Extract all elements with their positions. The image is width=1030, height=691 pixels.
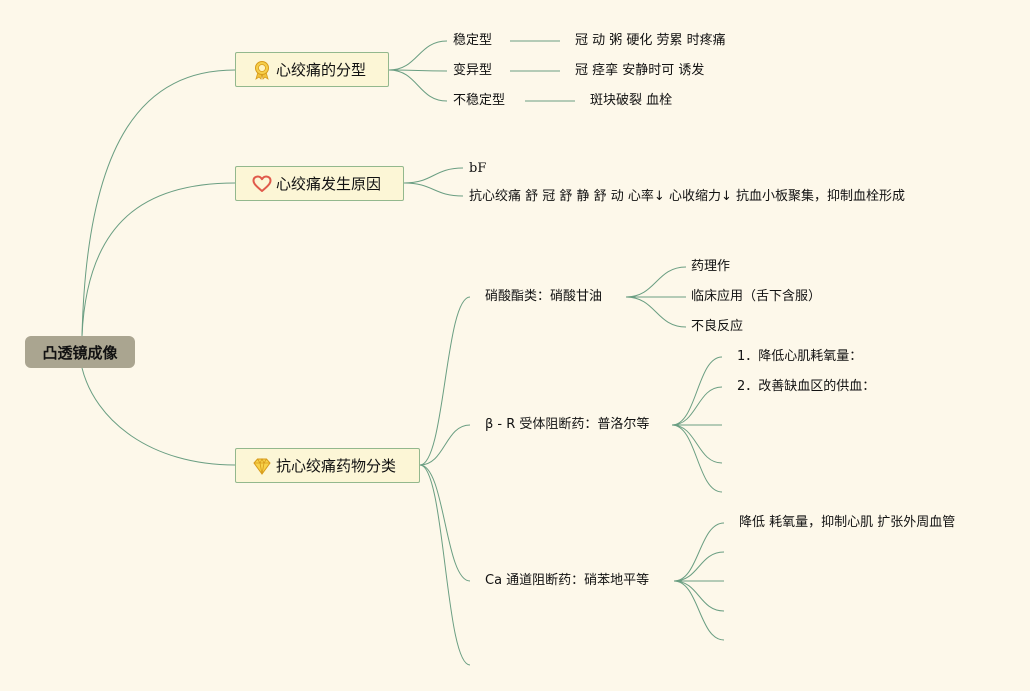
diamond-icon <box>253 457 271 475</box>
ca-point-1[interactable]: 降低 耗氧量，抑制心肌 扩张外周血管 <box>739 515 956 530</box>
root-connector-line <box>81 69 236 337</box>
connector-line <box>388 40 448 71</box>
root-connector-line <box>81 367 236 466</box>
topic-angina-causes[interactable]: 心绞痛发生原因 <box>235 166 404 201</box>
beta-point-2[interactable]: 2．改善缺血区的供血： <box>737 379 876 394</box>
topic-angina-types[interactable]: 心绞痛的分型 <box>235 52 389 87</box>
nitrates-adverse-effects[interactable]: 不良反应 <box>691 319 744 334</box>
nitrates-clinical-use[interactable]: 临床应用（舌下含服） <box>691 289 822 304</box>
connector-line <box>671 356 723 426</box>
connector-line <box>403 182 464 197</box>
topic-label: 心绞痛发生原因 <box>276 175 382 193</box>
connector-line <box>403 167 464 184</box>
drug-beta-blockers[interactable]: β - R 受体阻断药：普洛尔等 <box>485 417 650 432</box>
heart-outline-icon <box>252 175 272 192</box>
type-stable[interactable]: 稳定型 <box>453 33 493 48</box>
award-ribbon-icon <box>255 60 269 80</box>
connector-line <box>625 296 687 328</box>
type-variant[interactable]: 变异型 <box>453 63 493 78</box>
topic-drug-classes[interactable]: 抗心绞痛药物分类 <box>235 448 420 483</box>
drug-ca-blockers[interactable]: Ca 通道阻断药：硝苯地平等 <box>485 573 650 588</box>
root-connector-line <box>81 182 236 337</box>
connector-line <box>419 464 471 666</box>
topic-label: 心绞痛的分型 <box>276 61 367 79</box>
type-stable-detail[interactable]: 冠 动 粥 硬化 劳累 时疼痛 <box>575 33 726 48</box>
connector-line <box>673 580 725 612</box>
cause-mechanism[interactable]: 抗心绞痛 舒 冠 舒 静 舒 动 心率↓ 心收缩力↓ 抗血小板聚集，抑制血栓形成 <box>469 189 905 204</box>
cause-bf[interactable]: bF <box>469 161 487 176</box>
connector-line <box>673 522 725 582</box>
type-unstable-detail[interactable]: 斑块破裂 血栓 <box>590 93 673 108</box>
topic-label: 抗心绞痛药物分类 <box>276 457 397 475</box>
connector-line <box>671 386 723 426</box>
type-variant-detail[interactable]: 冠 痉挛 安静时可 诱发 <box>575 63 705 78</box>
root-label: 凸透镜成像 <box>42 343 118 362</box>
root-node[interactable]: 凸透镜成像 <box>25 336 135 368</box>
connector-line <box>671 424 723 493</box>
connector-line <box>419 424 471 466</box>
connector-line <box>673 551 725 582</box>
connector-line <box>673 580 725 641</box>
connector-line <box>388 69 448 72</box>
drug-nitrates[interactable]: 硝酸酯类：硝酸甘油 <box>485 289 603 304</box>
nitrates-pharmacology[interactable]: 药理作 <box>691 259 731 274</box>
connector-line <box>625 266 687 298</box>
connector-line <box>419 296 471 466</box>
connector-line <box>388 69 448 102</box>
connector-line <box>671 424 723 464</box>
beta-point-1[interactable]: 1．降低心肌耗氧量： <box>737 349 863 364</box>
type-unstable[interactable]: 不稳定型 <box>453 93 506 108</box>
connector-line <box>419 464 471 582</box>
